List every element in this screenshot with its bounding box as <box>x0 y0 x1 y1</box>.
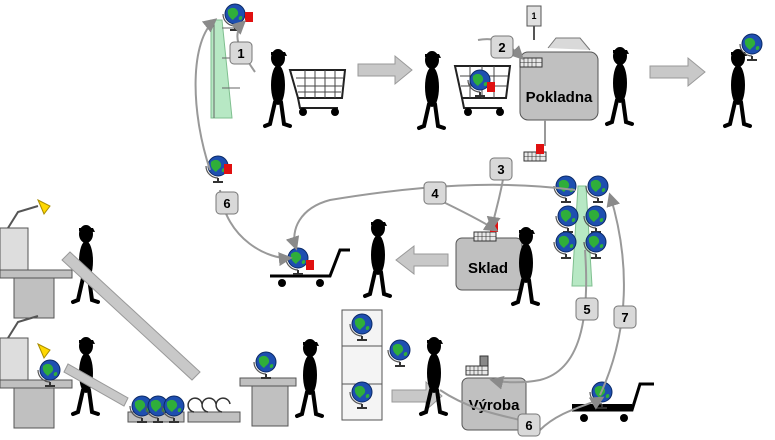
pallet-truck-icon <box>270 248 350 287</box>
box-icon <box>473 231 497 242</box>
lamp-icon <box>37 342 51 359</box>
step-number: 6 <box>223 196 230 211</box>
step-number: 6 <box>525 418 532 433</box>
parts-tray <box>187 397 241 423</box>
store-shelf <box>210 19 240 119</box>
step-number: 4 <box>431 186 439 201</box>
vyroba-label: Výroba <box>469 397 521 414</box>
step-number: 1 <box>237 46 244 61</box>
globe-icon <box>585 175 609 203</box>
cash-register-icon: 1 <box>519 5 599 121</box>
step-badge: 7 <box>613 305 637 329</box>
step-badge: 4 <box>423 181 447 205</box>
flow-arrow <box>357 54 413 86</box>
step-number: 5 <box>583 302 590 317</box>
person-icon <box>417 49 446 130</box>
workstation <box>0 205 73 319</box>
price-tag <box>306 260 314 270</box>
lamp-icon <box>37 198 51 215</box>
person-icon <box>295 337 324 418</box>
step-number: 7 <box>621 310 628 325</box>
price-tag <box>224 164 232 174</box>
step-badge: 6 <box>215 191 239 215</box>
globe-icon <box>553 231 577 259</box>
scanner-digit: 1 <box>531 11 536 21</box>
step-badge: 5 <box>575 297 599 321</box>
globe-icon <box>222 3 246 31</box>
step-badge: 6 <box>517 413 541 437</box>
globe-icon <box>555 205 579 233</box>
step-number: 2 <box>498 40 505 55</box>
globe-icon <box>387 339 411 367</box>
globe-icon <box>285 247 309 275</box>
step-badge: 3 <box>489 157 513 181</box>
pokladna-label: Pokladna <box>526 89 593 106</box>
person-icon <box>723 47 752 128</box>
shopping-cart-icon <box>288 69 347 116</box>
workstation <box>0 315 73 429</box>
step-badge: 2 <box>490 35 514 59</box>
person-icon <box>263 47 292 128</box>
flow-arrow <box>61 251 201 381</box>
workstation <box>239 377 297 427</box>
person-icon <box>605 45 634 126</box>
box-icon <box>465 365 489 376</box>
step-number: 3 <box>497 162 504 177</box>
box-icon <box>519 57 543 68</box>
price-tag <box>536 144 544 154</box>
step-badge: 1 <box>229 41 253 65</box>
flow-arrow <box>649 56 706 88</box>
pallet-truck-icon <box>572 382 654 422</box>
person-icon <box>363 217 392 298</box>
sklad-label: Sklad <box>468 260 508 277</box>
globe-icon <box>467 69 491 97</box>
flow-arrow <box>395 244 449 276</box>
price-tag <box>487 82 495 92</box>
price-tag <box>245 12 253 22</box>
globe-icon <box>253 351 277 379</box>
flow-arrow <box>63 363 129 407</box>
